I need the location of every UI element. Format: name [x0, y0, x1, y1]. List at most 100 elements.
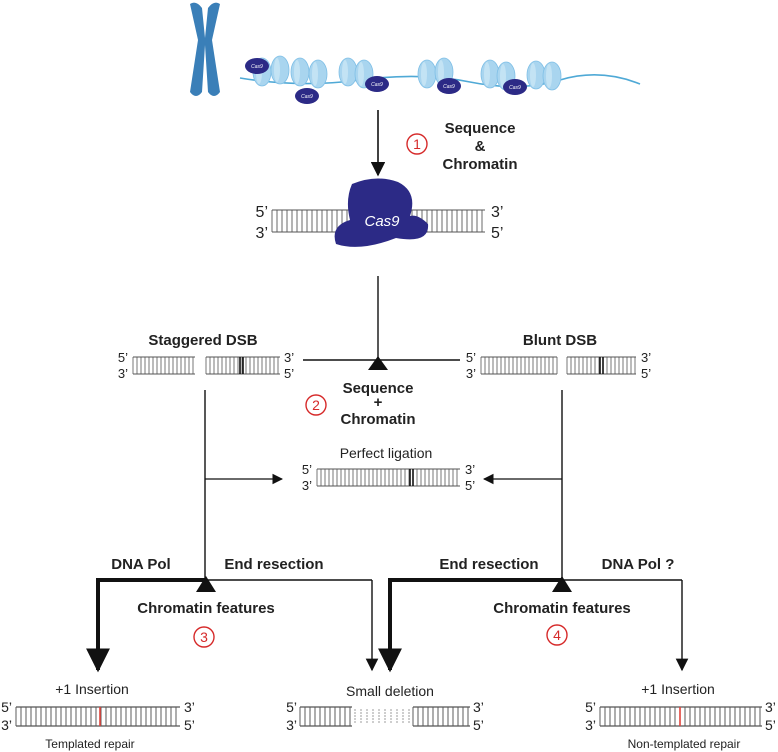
deletion-dot — [360, 721, 362, 723]
cas9-small-label: Cas9 — [251, 64, 263, 70]
svg-text:5’: 5’ — [641, 366, 651, 381]
deletion-dot — [366, 715, 368, 717]
deletion-dot — [384, 709, 386, 711]
cas9-small-label: Cas9 — [443, 84, 455, 90]
deletion-dot — [396, 718, 398, 720]
deletion-dot — [402, 712, 404, 714]
deletion-dot — [354, 712, 356, 714]
step1-line3: Chromatin — [443, 156, 518, 173]
deletion-dot — [360, 718, 362, 720]
staggered-dsb-dna: 5’ 3’ 3’ 5’ — [118, 350, 294, 381]
main-dna-3prime-left: 3’ — [256, 225, 268, 242]
deletion-dot — [390, 709, 392, 711]
deletion-dot — [372, 721, 374, 723]
perfect-ligation-dna: 5’ 3’ 3’ 5’ — [302, 462, 475, 493]
deletion-dot — [408, 715, 410, 717]
dna-pol-label: DNA Pol — [111, 556, 170, 573]
step-2-badge: 2 — [305, 394, 327, 416]
perfect-ligation-label: Perfect ligation — [340, 445, 433, 461]
cas9-small-icon — [295, 88, 319, 104]
deletion-dot — [366, 709, 368, 711]
svg-text:3’: 3’ — [473, 699, 484, 715]
staggered-dsb-title: Staggered DSB — [148, 332, 257, 349]
step2-line3: Chromatin — [341, 411, 416, 428]
deletion-dot — [384, 721, 386, 723]
svg-text:3’: 3’ — [118, 366, 128, 381]
deletion-dot — [396, 715, 398, 717]
blunt-dsb-title: Blunt DSB — [523, 332, 597, 349]
svg-text:3: 3 — [200, 629, 208, 645]
deletion-dot — [396, 721, 398, 723]
deletion-dot — [360, 712, 362, 714]
svg-text:5’: 5’ — [585, 699, 596, 715]
cas9-small-icon — [437, 78, 461, 94]
svg-text:1: 1 — [413, 136, 421, 152]
svg-text:3’: 3’ — [641, 350, 651, 365]
blunt-dsb-dna: 5’ 3’ 3’ 5’ — [466, 350, 651, 381]
deletion-dot — [360, 715, 362, 717]
svg-text:5’: 5’ — [466, 350, 476, 365]
non-templated-repair-dna: 5’ 3’ 3’ 5’ — [585, 699, 776, 733]
deletion-dot — [372, 718, 374, 720]
repair-lines — [86, 576, 689, 673]
deletion-dot — [396, 712, 398, 714]
cas9-small-icon — [245, 58, 269, 74]
end-resection-left-label: End resection — [224, 556, 323, 573]
deletion-dot — [384, 715, 386, 717]
fulcrum-3 — [196, 576, 216, 592]
main-dna-3prime-right: 3’ — [491, 204, 503, 221]
main-dna-5prime-right: 5’ — [491, 225, 503, 242]
deletion-dot — [408, 712, 410, 714]
step1-line2: & — [475, 138, 486, 155]
deletion-dot — [390, 721, 392, 723]
cas9-small-label: Cas9 — [371, 82, 383, 88]
deletion-dot — [354, 709, 356, 711]
deletion-dot — [354, 715, 356, 717]
deletion-dot — [396, 709, 398, 711]
deletion-dot — [372, 712, 374, 714]
non-templated-repair-caption: Non-templated repair — [628, 737, 741, 751]
svg-text:5’: 5’ — [765, 717, 776, 733]
deletion-dot — [360, 709, 362, 711]
svg-text:5’: 5’ — [302, 462, 312, 477]
step2-line1: Sequence — [343, 380, 414, 397]
deletion-dot — [378, 715, 380, 717]
step1-line1: Sequence — [445, 120, 516, 137]
deletion-dot — [408, 709, 410, 711]
deletion-dot — [390, 712, 392, 714]
deletion-dot — [402, 709, 404, 711]
fulcrum-1 — [368, 356, 388, 370]
svg-text:3’: 3’ — [765, 699, 776, 715]
deletion-dot — [402, 718, 404, 720]
cas9-label: Cas9 — [364, 213, 400, 230]
deletion-dot — [408, 721, 410, 723]
svg-text:3’: 3’ — [184, 699, 195, 715]
deletion-dot — [390, 715, 392, 717]
chromosome-icon — [190, 2, 220, 97]
templated-repair-dna: 5’ 3’ 3’ 5’ — [1, 699, 195, 733]
deletion-dot — [366, 712, 368, 714]
svg-text:5’: 5’ — [118, 350, 128, 365]
main-dna-5prime-left: 5’ — [256, 204, 268, 221]
svg-text:5’: 5’ — [284, 366, 294, 381]
deletion-dot — [384, 718, 386, 720]
deletion-dot — [354, 721, 356, 723]
svg-text:3’: 3’ — [466, 366, 476, 381]
svg-text:3’: 3’ — [1, 717, 12, 733]
small-deletion-label: Small deletion — [346, 683, 434, 699]
cas9-protein — [334, 178, 429, 247]
fulcrum-4 — [552, 576, 572, 592]
deletion-dot — [378, 721, 380, 723]
deletion-dot — [384, 712, 386, 714]
branch-lines — [204, 276, 563, 580]
dna-cas9-bound: Cas9 5’ 3’ 3’ 5’ — [256, 178, 503, 247]
svg-text:5’: 5’ — [473, 717, 484, 733]
deletion-dot — [402, 721, 404, 723]
chromatin-features-right: Chromatin features — [493, 600, 631, 617]
svg-text:3’: 3’ — [286, 717, 297, 733]
svg-text:4: 4 — [553, 627, 561, 643]
deletion-dot — [366, 721, 368, 723]
deletion-dot — [408, 718, 410, 720]
cas9-small-icon — [365, 76, 389, 92]
